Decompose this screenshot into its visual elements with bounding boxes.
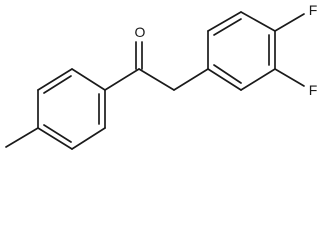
- chemical-structure: O F F: [5, 2, 318, 150]
- fluorine-bond: [274, 68, 305, 87]
- bond: [104, 68, 140, 91]
- double-bond: [213, 18, 242, 36]
- fluorine-bond: [274, 13, 305, 32]
- bond: [173, 68, 209, 91]
- fluorine-atom-label: F: [309, 2, 318, 18]
- bond: [240, 11, 276, 32]
- fluorine-atom-label: F: [309, 82, 318, 98]
- bond: [207, 11, 242, 32]
- difluorophenyl-ring: [207, 11, 276, 91]
- double-bond: [213, 64, 242, 84]
- bond: [71, 127, 106, 150]
- carbonyl-group: O: [135, 24, 146, 70]
- methyl-bond: [5, 127, 39, 148]
- bond: [37, 68, 73, 91]
- bond: [138, 68, 175, 91]
- bond: [207, 68, 242, 91]
- tolyl-ring: [37, 68, 106, 150]
- bond: [37, 127, 73, 150]
- oxygen-atom-label: O: [135, 24, 146, 40]
- bond: [71, 68, 106, 91]
- double-bond: [43, 75, 72, 94]
- double-bond: [43, 124, 72, 143]
- bond: [240, 68, 276, 91]
